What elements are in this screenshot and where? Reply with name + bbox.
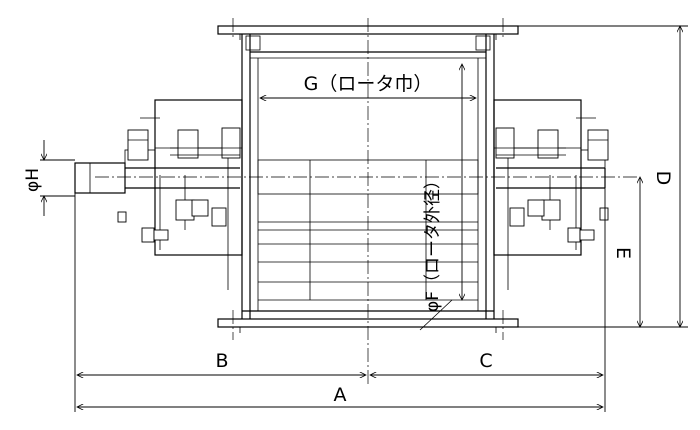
shaft [74, 149, 606, 194]
rotor [159, 150, 577, 301]
dimension-H: φH [23, 140, 75, 216]
bottom-flange [217, 310, 519, 333]
dimension-D-label: D [652, 171, 674, 186]
dimension-G-label: G（ロータ巾） [304, 73, 433, 95]
dimension-E-label: E [612, 247, 634, 259]
dimension-F-label: φF（ロータ外径） [423, 172, 443, 312]
center-lines [95, 18, 640, 385]
dimension-G: G（ロータ巾） [260, 73, 476, 98]
dimension-H-label: φH [23, 168, 43, 192]
dimension-ABC: B C A [74, 188, 606, 412]
dimension-F: φF（ロータ外径） [419, 64, 462, 331]
bearing-left [117, 117, 241, 243]
dimension-C-label: C [479, 350, 492, 372]
dimension-B-label: B [215, 350, 228, 372]
dimension-A-label: A [334, 384, 347, 406]
dimension-E: E [612, 177, 640, 327]
top-flange [217, 25, 519, 59]
bearing-right [495, 117, 609, 243]
dimension-D: D [518, 26, 688, 327]
